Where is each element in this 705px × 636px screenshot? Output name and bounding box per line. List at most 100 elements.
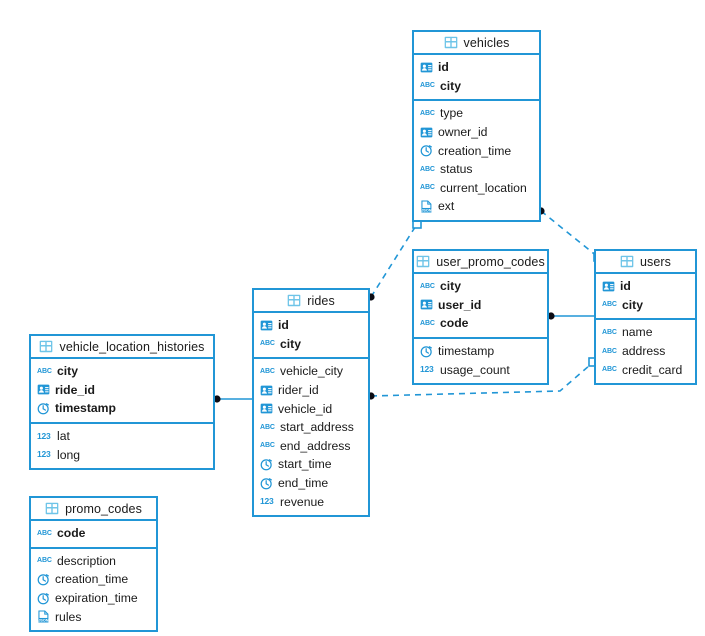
column-name: city	[57, 364, 79, 379]
table-header[interactable]: rides	[254, 290, 368, 313]
clock-icon	[260, 477, 273, 490]
svg-text:JSON: JSON	[38, 618, 48, 622]
column-name: creation_time	[438, 143, 512, 158]
json-document-icon: JSON	[37, 610, 50, 623]
clock-icon	[420, 144, 433, 157]
column-name: id	[278, 318, 289, 333]
column-row[interactable]: expiration_time	[31, 589, 156, 608]
abc-text-icon: ABC	[602, 347, 617, 355]
column-name: end_time	[278, 476, 329, 491]
abc-text-icon: ABC	[420, 319, 435, 327]
id-badge-icon	[420, 61, 433, 74]
column-name: city	[440, 279, 462, 294]
column-name: expiration_time	[55, 591, 138, 606]
column-row[interactable]: timestamp	[31, 399, 213, 418]
json-document-icon: JSON	[420, 200, 433, 213]
column-row[interactable]: user_id	[414, 296, 547, 315]
table-icon	[620, 255, 634, 268]
column-row[interactable]: vehicle_id	[254, 399, 368, 418]
column-row[interactable]: timestamp	[414, 342, 547, 361]
column-name: revenue	[280, 494, 325, 509]
column-row[interactable]: id	[414, 58, 539, 77]
primary-key-group: ABC city ride_id timestamp	[31, 359, 213, 422]
column-row[interactable]: ABC name	[596, 323, 695, 342]
column-row[interactable]: rider_id	[254, 381, 368, 400]
table-header[interactable]: users	[596, 251, 695, 274]
id-badge-icon	[420, 298, 433, 311]
abc-text-icon: ABC	[602, 328, 617, 336]
column-name: type	[440, 106, 464, 121]
abc-text-icon: ABC	[420, 184, 435, 192]
abc-text-icon: ABC	[260, 340, 275, 348]
column-name: long	[57, 447, 81, 462]
clock-icon	[37, 573, 50, 586]
column-name: rider_id	[278, 383, 319, 398]
table-header[interactable]: promo_codes	[31, 498, 156, 521]
abc-text-icon: ABC	[602, 301, 617, 309]
table-header[interactable]: vehicle_location_histories	[31, 336, 213, 359]
column-name: lat	[57, 429, 70, 444]
table-title: rides	[307, 293, 335, 308]
column-row[interactable]: end_time	[254, 474, 368, 493]
column-row[interactable]: ABC city	[31, 362, 213, 381]
relationship-edge-user-promo-codes-to-users	[547, 312, 594, 320]
clock-icon	[420, 345, 433, 358]
table-header[interactable]: vehicles	[414, 32, 539, 55]
column-row[interactable]: ride_id	[31, 381, 213, 400]
id-badge-icon	[602, 280, 615, 293]
id-badge-icon	[260, 384, 273, 397]
column-row[interactable]: id	[254, 316, 368, 335]
column-row[interactable]: owner_id	[414, 123, 539, 142]
abc-text-icon: ABC	[37, 367, 52, 375]
table-title: vehicle_location_histories	[59, 339, 205, 354]
svg-text:JSON: JSON	[421, 208, 431, 212]
column-row[interactable]: creation_time	[31, 570, 156, 589]
table-title: users	[639, 254, 672, 269]
clock-icon	[37, 592, 50, 605]
table-header[interactable]: user_promo_codes	[414, 251, 547, 274]
column-name: start_time	[278, 457, 332, 472]
abc-text-icon: ABC	[37, 529, 52, 537]
id-badge-icon	[260, 319, 273, 332]
column-row[interactable]: creation_time	[414, 141, 539, 160]
column-name: name	[622, 325, 653, 340]
abc-text-icon: ABC	[260, 423, 275, 431]
column-name: ride_id	[55, 382, 95, 397]
column-row[interactable]: start_time	[254, 455, 368, 474]
column-row[interactable]: id	[596, 277, 695, 296]
